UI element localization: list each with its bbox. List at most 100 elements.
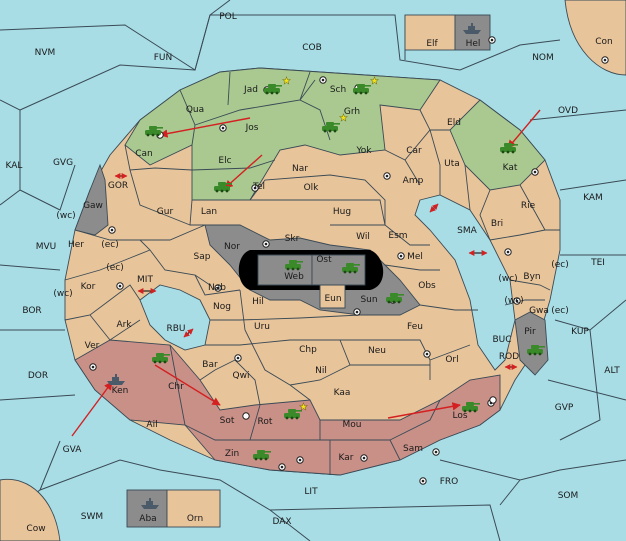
label-mit: MIT (137, 275, 153, 285)
label-rbu: RBU (166, 324, 185, 334)
label-kaa: Kaa (334, 388, 351, 398)
label-gaw: Gaw (83, 201, 103, 211)
label-qua: Qua (186, 105, 204, 115)
label-neu: Neu (368, 346, 386, 356)
label-pol: POL (219, 12, 237, 22)
label-rod: ROD (499, 352, 519, 362)
label-rot: Rot (258, 417, 273, 427)
label-obs: Obs (418, 281, 436, 291)
label-olk: Olk (304, 183, 320, 193)
army-icon-grh[interactable] (322, 122, 340, 133)
label-kup: KUP (571, 327, 589, 337)
province-Hel[interactable] (454, 14, 491, 51)
label-rie: Rie (521, 201, 536, 211)
label-gvg: GVG (53, 158, 73, 168)
region-green-north (124, 67, 441, 201)
fleet-icon-ken[interactable] (107, 374, 125, 385)
label-nar: Nar (292, 164, 308, 174)
label-som: SOM (558, 491, 579, 501)
label-elc: Elc (218, 156, 231, 166)
army-icon-jad[interactable] (264, 84, 282, 95)
label-mou: Mou (343, 420, 362, 430)
label-nil: Nil (315, 366, 327, 376)
army-icon-kat[interactable] (500, 143, 518, 154)
label-ver: Ver (85, 341, 100, 351)
label-lit: LIT (304, 487, 318, 497)
label-hel: Hel (466, 39, 481, 49)
province-Eun[interactable] (319, 284, 346, 309)
label-sma: SMA (457, 226, 477, 236)
label-hug: Hug (333, 207, 351, 217)
label-jos: Jos (245, 123, 259, 133)
army-icon-pir[interactable] (527, 345, 545, 356)
label-fun: FUN (154, 53, 173, 63)
label-kat: Kat (503, 163, 518, 173)
army-icon-sun[interactable] (386, 293, 404, 304)
label-tei: TEI (590, 258, 605, 268)
label-kar: Kar (339, 453, 354, 463)
label-aba: Aba (139, 514, 156, 524)
fleet-icon-aba[interactable] (141, 498, 159, 509)
province-Kat[interactable] (449, 99, 546, 191)
army-icon-can[interactable] (145, 126, 163, 137)
label-con: Con (595, 37, 613, 47)
army-icon-web[interactable] (285, 260, 303, 271)
army-icon-ost[interactable] (342, 263, 360, 274)
label-orn: Orn (187, 514, 203, 524)
province-Pir[interactable] (514, 311, 549, 376)
label-bar: Bar (202, 360, 218, 370)
label-cob: COB (302, 43, 322, 53)
star-icon-0: ★ (282, 76, 291, 87)
province-Orn[interactable] (166, 489, 221, 528)
label-ost: Ost (316, 255, 332, 265)
label-orl: Orl (445, 355, 458, 365)
label-grh: Grh (344, 107, 360, 117)
label-gur: Gur (157, 207, 174, 217)
coast-label-7: (ec) (551, 306, 569, 316)
coast-label-5: (ec) (551, 260, 569, 270)
label-mvu: MVU (36, 242, 57, 252)
coast-label-6: (wc) (504, 296, 523, 306)
label-chr: Chr (168, 382, 184, 392)
label-chp: Chp (299, 345, 317, 355)
label-wil: Wil (356, 232, 370, 242)
label-amp: Amp (403, 176, 424, 186)
star-icon-1: ★ (370, 76, 379, 87)
army-icon-sch[interactable] (353, 84, 371, 95)
label-mel: Mel (407, 252, 423, 262)
label-gwa: Gwa (529, 306, 549, 316)
label-kal: KAL (6, 161, 23, 171)
label-uru: Uru (254, 322, 270, 332)
coast-label-2: (ec) (106, 263, 124, 273)
coast-label-3: (wc) (53, 289, 72, 299)
province-Elf[interactable] (404, 14, 456, 51)
fleet-icon-hel[interactable] (463, 23, 481, 34)
region-red-south (74, 339, 501, 476)
label-nor: Nor (224, 242, 240, 252)
army-icon-los[interactable] (462, 402, 480, 413)
label-qwi: Qwi (233, 371, 250, 381)
label-nom: NOM (532, 53, 554, 63)
label-skr: Skr (285, 234, 300, 244)
label-bri: Bri (491, 219, 503, 229)
province-Con[interactable] (564, 0, 626, 76)
province-Ost[interactable] (311, 254, 366, 286)
army-icon-chr[interactable] (152, 353, 170, 364)
star-icon-3: ★ (299, 402, 308, 413)
coast-label-0: (wc) (56, 211, 75, 221)
label-car: Car (406, 146, 422, 156)
label-hil: Hil (252, 297, 264, 307)
label-eld: Eld (447, 118, 461, 128)
province-Gaw[interactable] (74, 163, 109, 236)
army-icon-rot[interactable] (284, 409, 302, 420)
label-nvm: NVM (35, 48, 56, 58)
label-dor: DOR (28, 371, 48, 381)
label-web: Web (284, 272, 304, 282)
label-kam: KAM (583, 193, 603, 203)
label-buc: BUC (492, 335, 511, 345)
army-icon-tel[interactable] (214, 182, 232, 193)
army-icon-zin[interactable] (253, 450, 271, 461)
label-lan: Lan (201, 207, 217, 217)
